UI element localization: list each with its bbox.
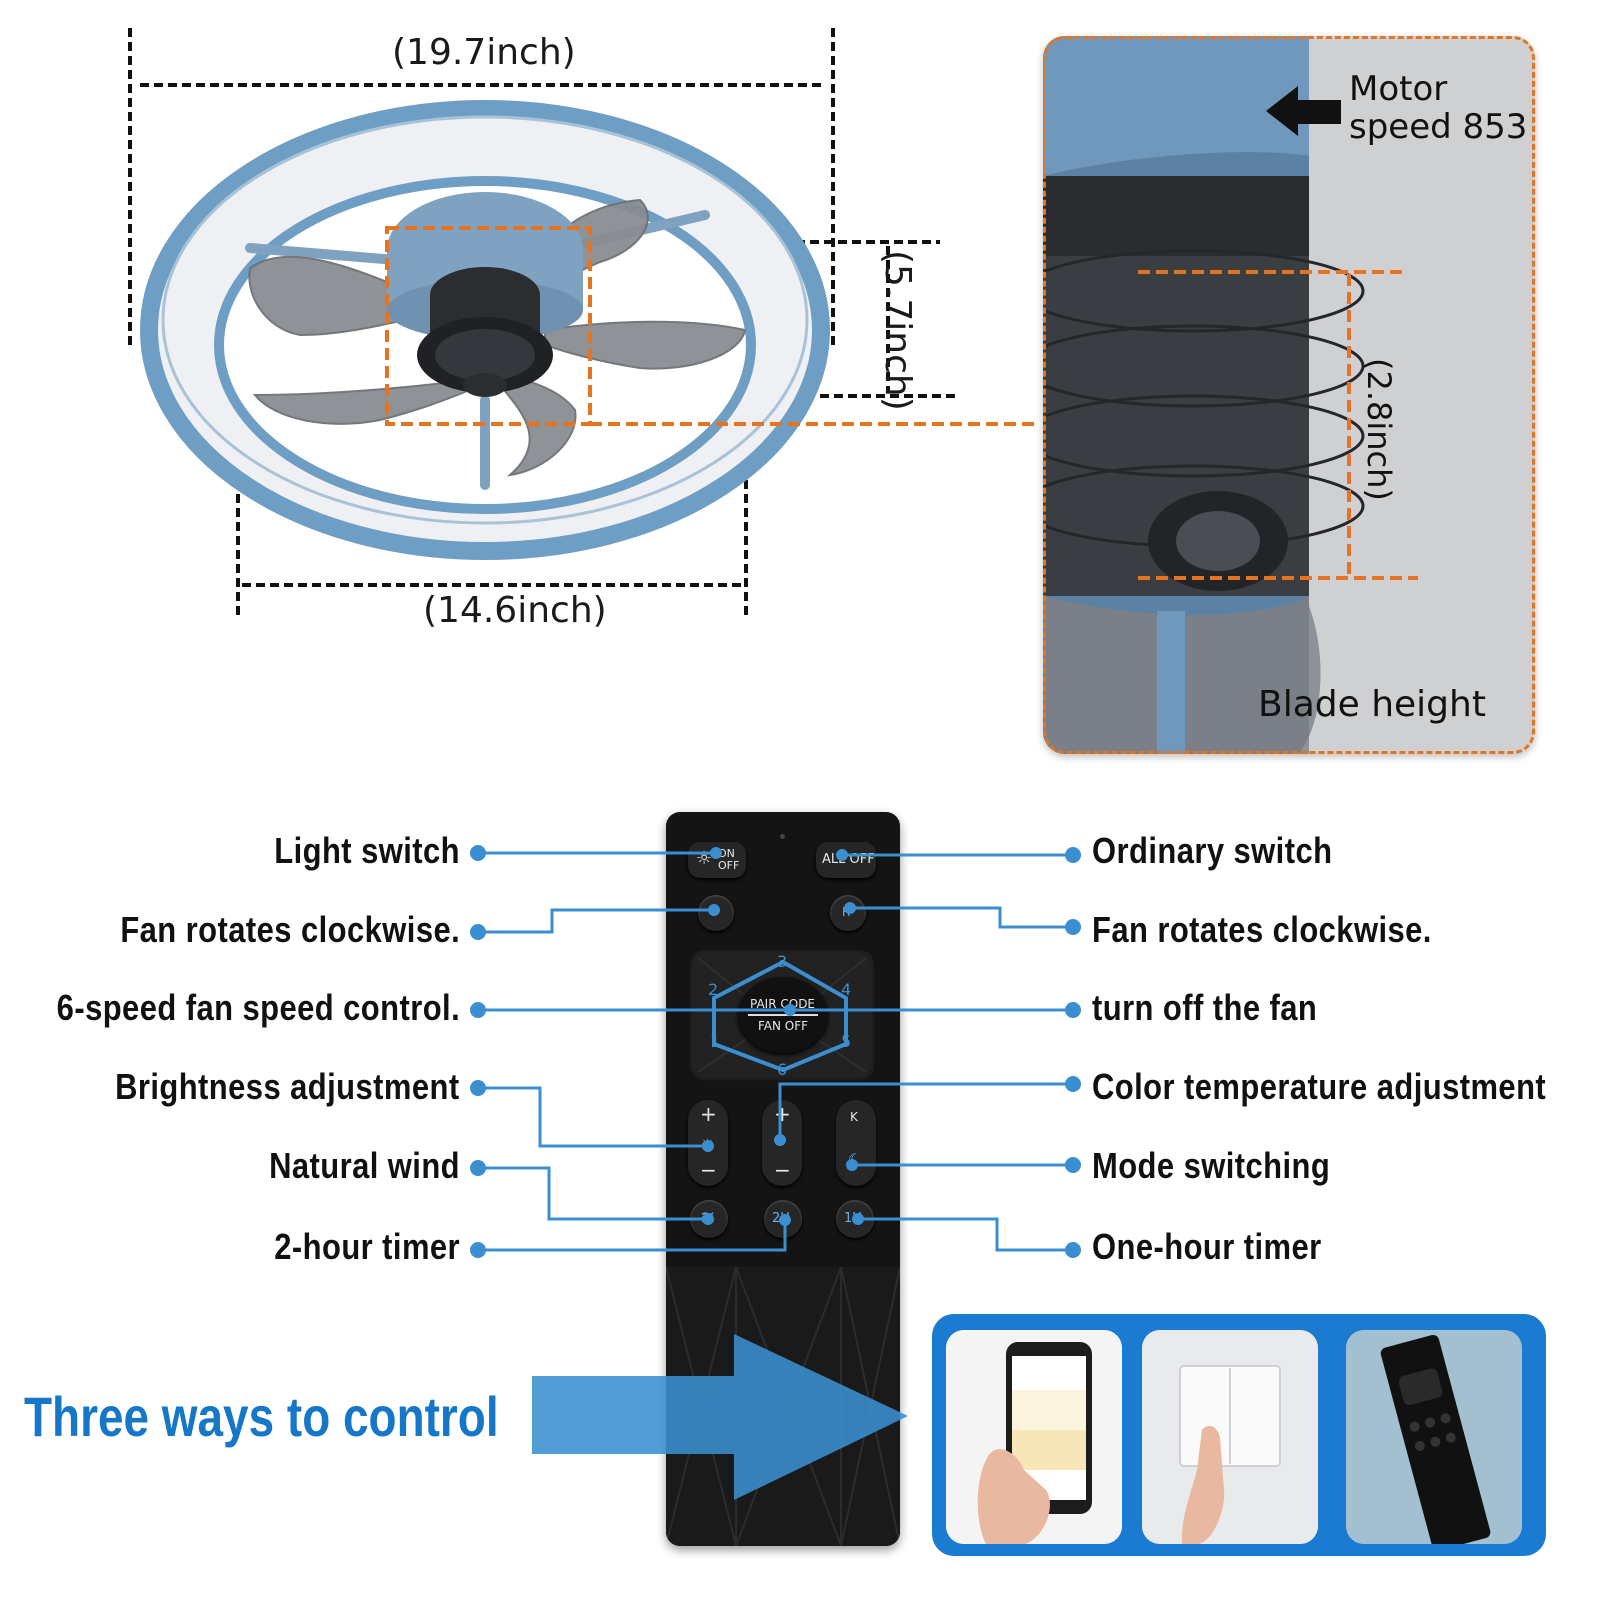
three-ways-title: Three ways to control — [24, 1385, 499, 1448]
fan-motor — [387, 192, 583, 397]
remote-ir-dot — [780, 834, 785, 839]
brightness-plus: + — [700, 1102, 717, 1126]
reverse-rotation-button[interactable]: R — [830, 895, 866, 931]
detail-panel: Motor speed 853 (2.8inch) Blade height — [1043, 36, 1535, 754]
pair-divider — [748, 1014, 818, 1016]
remote-control-icon — [1346, 1330, 1522, 1544]
all-off-button[interactable]: ALL OFF — [816, 842, 876, 878]
forward-rotation-icon: F — [711, 905, 718, 919]
moon-icon: ☾ — [848, 1152, 863, 1169]
motor-label-line1: Motor — [1349, 69, 1448, 109]
callout-fan-off: turn off the fan — [1092, 987, 1318, 1028]
remote-card — [1346, 1330, 1522, 1544]
callout-color-temp: Color temperature adjustment — [1092, 1066, 1547, 1107]
detail-image — [1043, 36, 1535, 754]
color-temp-icon: K — [776, 1134, 784, 1148]
detail-panel-border — [1043, 36, 1535, 754]
callout-light-switch: Light switch — [274, 830, 460, 871]
callout-reverse-rotation: Fan rotates clockwise. — [1092, 909, 1432, 950]
sun-icon: ☼ — [696, 848, 713, 869]
wind-icon: ≋ — [700, 1207, 716, 1227]
color-temp-minus: − — [774, 1158, 791, 1182]
color-temp-rocker[interactable]: + K − — [762, 1100, 802, 1186]
blade-gap-label: (2.8inch) — [1360, 358, 1398, 501]
forward-rotation-button[interactable]: F — [698, 895, 734, 931]
callout-forward-rotation: Fan rotates clockwise. — [120, 909, 460, 950]
speed-6[interactable]: 6 — [777, 1060, 788, 1079]
color-temp-plus: + — [774, 1102, 791, 1126]
outer-diameter-label: (19.7inch) — [392, 32, 576, 73]
callout-natural-wind: Natural wind — [269, 1145, 460, 1186]
pair-code-button[interactable]: PAIR CODE FAN OFF — [738, 977, 828, 1053]
timer-2h-button[interactable]: 2H — [764, 1200, 802, 1238]
callout-speed-control: 6-speed fan speed control. — [56, 987, 460, 1028]
phone-app-icon — [946, 1330, 1122, 1544]
inner-diameter-label: (14.6inch) — [423, 590, 607, 631]
speed-2[interactable]: 2 — [708, 980, 719, 999]
callout-brightness: Brightness adjustment — [115, 1066, 460, 1107]
wall-switch-card — [1142, 1330, 1318, 1544]
all-off-label: ALL OFF — [822, 852, 875, 867]
motor-label-line2: speed 853 — [1349, 107, 1528, 147]
app-control-card — [946, 1330, 1122, 1544]
fan-dimension-diagram — [128, 28, 1040, 615]
mode-rocker[interactable]: K ☾ — [836, 1100, 876, 1186]
height-label: (5.7inch) — [877, 250, 918, 411]
speed-hexagon — [697, 957, 867, 1073]
callout-2h-timer: 2-hour timer — [274, 1226, 460, 1267]
mode-k-icon: K — [850, 1110, 858, 1124]
brightness-rocker[interactable]: + ☼ − — [688, 1100, 728, 1186]
fan-off-label: FAN OFF — [758, 1019, 809, 1033]
speed-5[interactable]: 5 — [841, 1032, 852, 1051]
speed-4[interactable]: 4 — [841, 980, 852, 999]
big-arrow — [532, 1334, 908, 1500]
speed-3[interactable]: 3 — [777, 952, 788, 971]
brightness-icon: ☼ — [699, 1132, 716, 1152]
callout-ordinary-switch: Ordinary switch — [1092, 830, 1333, 871]
wall-switch-icon — [1142, 1330, 1318, 1544]
callout-1h-timer: One-hour timer — [1092, 1226, 1322, 1267]
control-methods-panel — [932, 1314, 1546, 1556]
pair-code-label: PAIR CODE — [750, 997, 816, 1011]
light-switch-button[interactable]: ☼ ON OFF — [688, 842, 746, 878]
brightness-minus: − — [700, 1158, 717, 1182]
on-label: ON — [718, 847, 735, 860]
speed-1[interactable]: 1 — [710, 1032, 721, 1051]
blade-height-label: Blade height — [1258, 684, 1486, 725]
speed-pad: PAIR CODE FAN OFF 1 2 3 4 5 6 — [688, 948, 876, 1082]
timer-2h-label: 2H — [772, 1211, 791, 1226]
reverse-rotation-icon: R — [842, 905, 851, 919]
off-label: OFF — [718, 859, 740, 872]
timer-1h-label: 1H — [844, 1211, 863, 1226]
timer-1h-button[interactable]: 1H — [836, 1200, 874, 1238]
natural-wind-button[interactable]: ≋ — [690, 1200, 728, 1238]
callout-mode-switching: Mode switching — [1092, 1145, 1331, 1186]
motor-speed-label: Motor speed 853 — [1349, 70, 1527, 146]
